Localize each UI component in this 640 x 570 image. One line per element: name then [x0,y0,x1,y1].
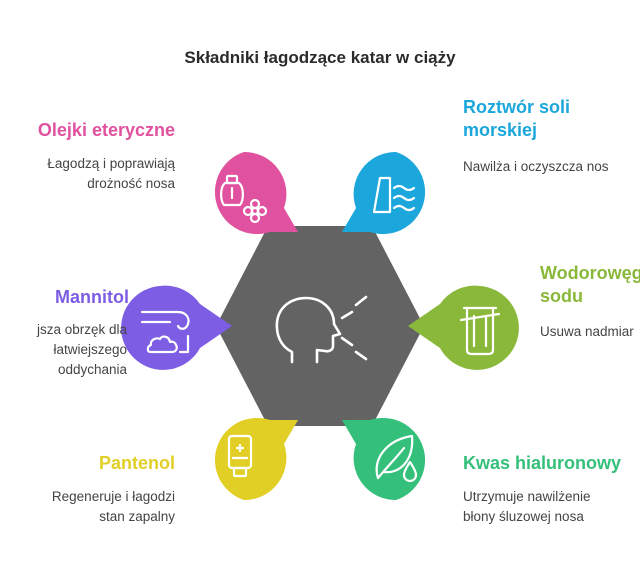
label-pantenol: Pantenol [99,452,175,475]
desc-line: łatwiejszego [53,342,127,357]
diagram-title: Składniki łagodzące katar w ciąży [184,48,456,67]
desc-line: drożność nosa [87,176,175,191]
desc-line: Łagodzą i poprawiają [47,156,175,171]
petal-roztwor-soli-morskiej [342,151,426,235]
label-kwas-hialuronowy: Kwas hialuronowy [463,452,621,475]
central-hexagon [216,226,424,426]
label-line: Olejki eteryczne [37,120,175,140]
label-line: Mannitol [55,287,129,307]
label-line: sodu [540,286,583,306]
petal-mannitol [121,285,232,370]
desc-line: jsza obrzęk dla [36,322,127,337]
desc-line: Regeneruje i łagodzi [51,489,175,504]
petal-wodoroweglan-sodu [408,285,519,370]
head-breathing-icon [275,295,368,364]
essential-oil-flower-icon [220,174,268,224]
label-line: Pantenol [98,453,175,473]
desc-line: Utrzymuje nawilżenie [463,489,591,504]
desc-roztwor-soli-morskiej: Nawilża i oczyszcza nos [463,157,609,177]
desc-line: błony śluzowej nosa [463,509,584,524]
label-line: Kwas hialuronowy [463,453,622,473]
label-line: Wodorowęg [540,263,640,283]
container-icon [459,306,501,356]
desc-line: stan zapalny [99,509,175,524]
desc-pantenol: Regeneruje i łagodzi stan zapalny [52,487,175,527]
wind-cloud-icon [140,310,190,354]
desc-line: Nawilża i oczyszcza nos [463,159,609,174]
leaf-droplet-icon [375,434,418,483]
label-wodoroweglan-sodu: Wodorowęg sodu [540,262,640,308]
desc-olejki-eteryczne: Łagodzą i poprawiają drożność nosa [47,154,175,194]
desc-line: Usuwa nadmiar [540,324,634,339]
petal-pantenol [214,417,298,501]
label-line: morskiej [463,120,538,140]
petal-olejki-eteryczne [214,151,298,235]
desc-line: oddychania [57,362,127,377]
desc-mannitol: jsza obrzęk dla łatwiejszego oddychania [37,320,127,380]
desc-kwas-hialuronowy: Utrzymuje nawilżenie błony śluzowej nosa [463,487,591,527]
desc-wodoroweglan-sodu: Usuwa nadmiar [540,322,634,342]
petal-kwas-hialuronowy [342,417,426,501]
cliff-waves-icon [372,176,416,214]
cream-tube-icon [227,434,253,478]
label-roztwor-soli-morskiej: Roztwór soli morskiej [463,96,570,142]
label-olejki-eteryczne: Olejki eteryczne [38,119,175,142]
label-mannitol: Mannitol [55,286,129,309]
label-line: Roztwór soli [463,97,570,117]
